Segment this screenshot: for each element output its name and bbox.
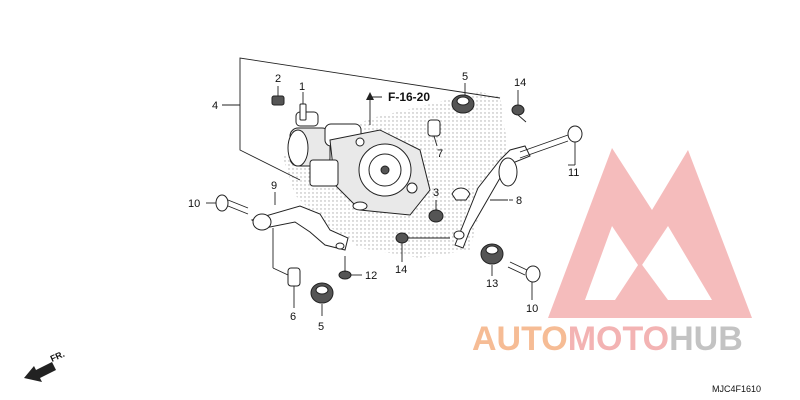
diagram-code: MJC4F1610 [712,384,761,394]
callout-8: 8 [516,195,522,207]
callout-1: 1 [299,81,305,93]
callout-10-right: 10 [526,303,538,315]
assembly-bracket-4 [222,57,501,181]
part-5-grommet-upper [451,83,475,114]
watermark-part-1: AUTO [472,320,568,358]
part-10-bolt-right [507,261,541,300]
callout-4: 4 [212,100,218,112]
part-6-collar [272,228,301,308]
part-10-bolt-left [206,194,249,215]
direction-label: FR. [49,349,66,364]
callout-3: 3 [433,187,439,199]
part-5-grommet-lower [310,282,334,316]
callout-14-lower: 14 [395,264,407,276]
part-8-bracket [451,145,531,249]
part-2-nut [271,86,285,106]
callout-5-lower: 5 [318,321,324,333]
watermark-part-2: MOTO [568,320,669,358]
watermark-text: AUTOMOTOHUB [472,320,743,358]
callout-13: 13 [486,278,498,290]
watermark-part-3: HUB [669,320,743,358]
part-7-collar [427,119,441,147]
part-13-mount [480,243,504,276]
callout-6: 6 [290,311,296,323]
watermark-logo [548,148,752,318]
callout-12: 12 [365,270,377,282]
front-direction-arrow: FR. [24,349,66,382]
part-3-collar [428,200,444,223]
leader-lines [509,164,575,201]
callout-11: 11 [568,167,579,179]
callout-5-upper: 5 [462,71,468,83]
callout-2: 2 [275,73,281,85]
callout-10-left: 10 [188,198,200,210]
part-9-bracket [250,192,349,251]
part-11-bolt [519,125,583,165]
callout-7: 7 [437,148,443,160]
part-1-stud [299,92,307,121]
callout-9: 9 [271,180,277,192]
part-14-bolt-lower [395,232,450,262]
part-12-bolt [338,256,362,280]
reference-arrow [366,92,382,125]
callout-14-upper: 14 [514,77,526,89]
part-14-bolt-upper [511,90,527,123]
reference-label: F-16-20 [388,90,430,104]
